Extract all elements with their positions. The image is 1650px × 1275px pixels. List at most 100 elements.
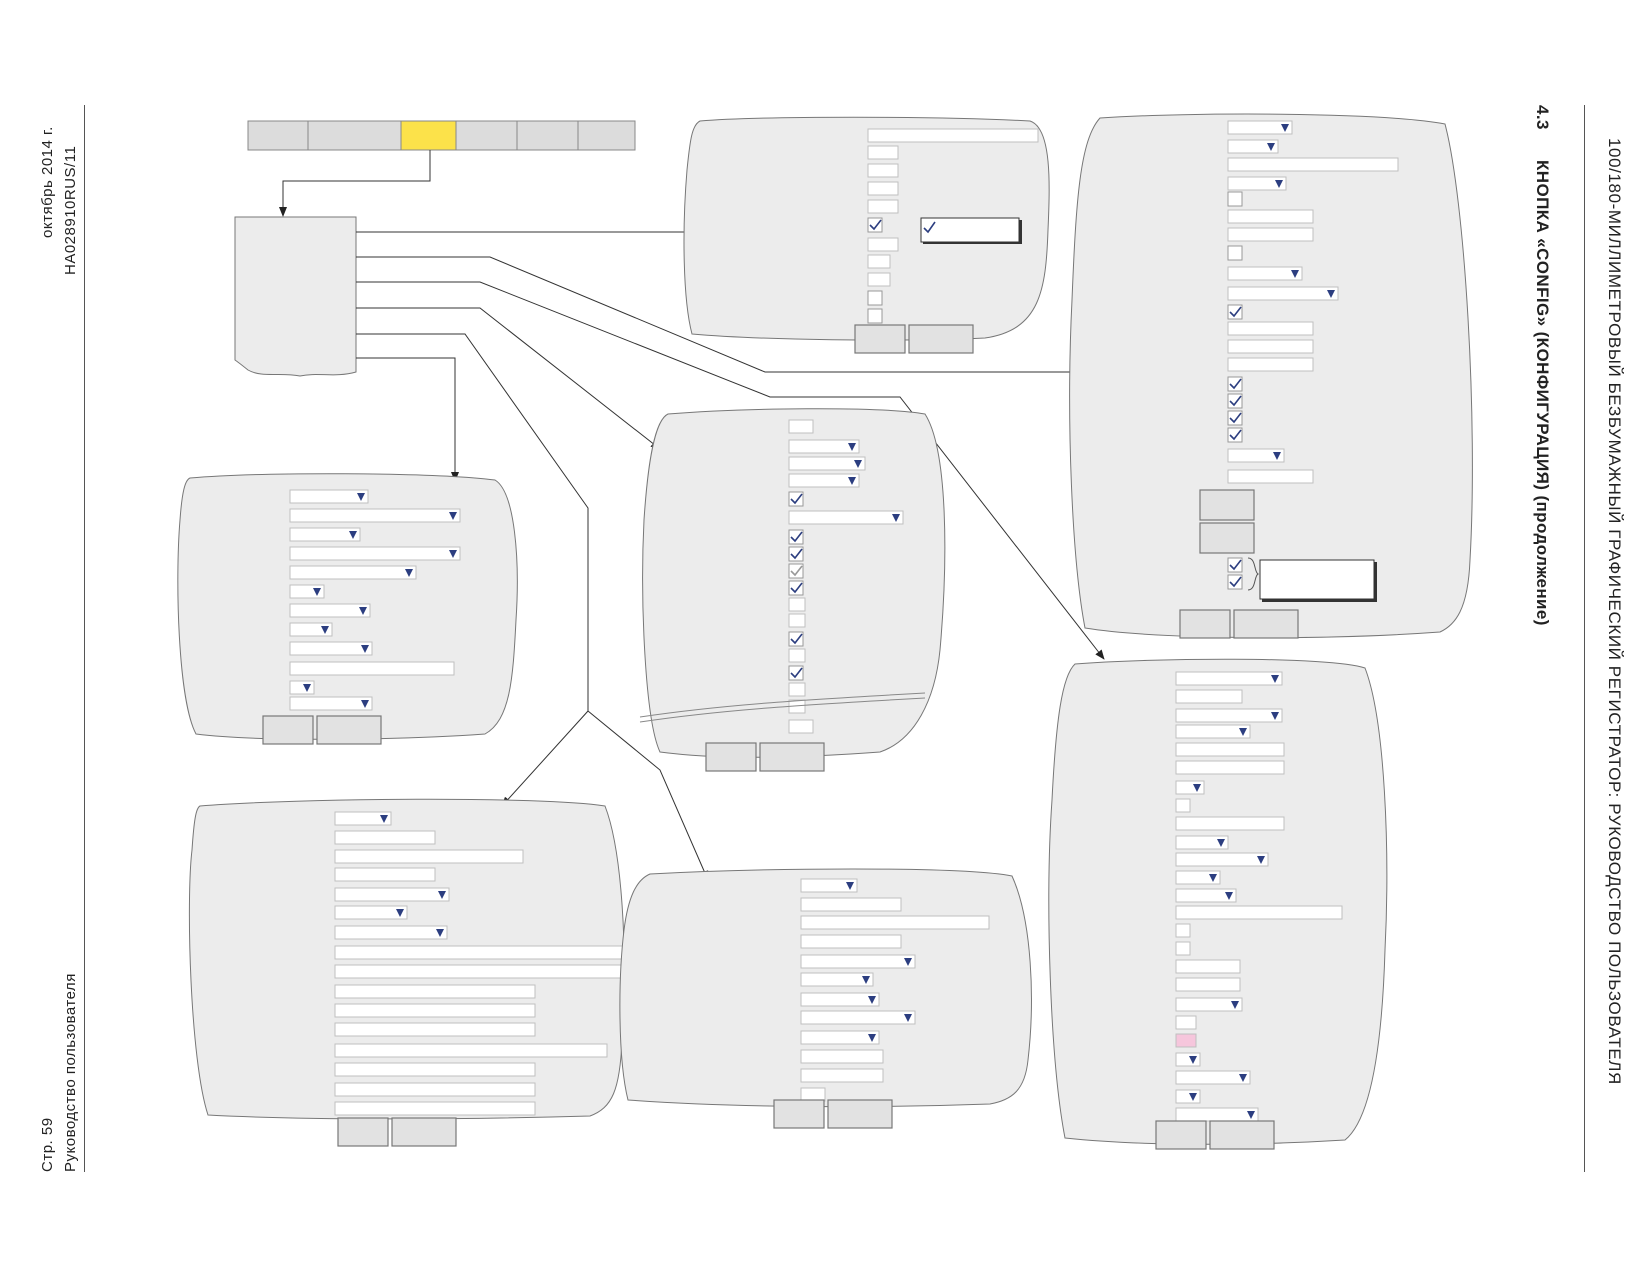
text-field[interactable] bbox=[1175, 959, 1241, 974]
tab-4[interactable] bbox=[455, 120, 518, 151]
dropdown-field[interactable] bbox=[289, 489, 369, 504]
dropdown-field[interactable] bbox=[1175, 1089, 1201, 1104]
text-field[interactable] bbox=[1175, 977, 1241, 992]
text-field[interactable] bbox=[788, 419, 814, 434]
text-field[interactable] bbox=[1175, 742, 1285, 757]
checkbox[interactable] bbox=[867, 290, 883, 306]
ok-button[interactable] bbox=[773, 1099, 825, 1129]
dropdown-field[interactable] bbox=[1175, 724, 1251, 739]
tab-1[interactable] bbox=[247, 120, 309, 151]
text-field[interactable] bbox=[334, 1082, 536, 1097]
dropdown-field[interactable] bbox=[1175, 708, 1283, 723]
checkbox[interactable] bbox=[1227, 410, 1243, 426]
dropdown-field[interactable] bbox=[289, 603, 371, 618]
text-field[interactable] bbox=[1175, 798, 1191, 813]
checkbox[interactable] bbox=[1227, 574, 1243, 590]
dropdown-field[interactable] bbox=[1175, 852, 1269, 867]
text-field[interactable] bbox=[1175, 923, 1191, 938]
text-field[interactable] bbox=[1175, 816, 1285, 831]
checkbox[interactable] bbox=[1227, 376, 1243, 392]
checkbox[interactable] bbox=[788, 563, 804, 579]
text-field[interactable] bbox=[289, 661, 455, 676]
dropdown-field[interactable] bbox=[289, 546, 461, 561]
dropdown-field[interactable] bbox=[788, 439, 860, 454]
checkbox[interactable] bbox=[1227, 304, 1243, 320]
dropdown-field[interactable] bbox=[800, 992, 880, 1007]
text-field[interactable] bbox=[800, 897, 902, 912]
dropdown-field[interactable] bbox=[788, 456, 866, 471]
text-field[interactable] bbox=[334, 945, 626, 960]
checkbox[interactable] bbox=[1227, 191, 1243, 207]
ok-button[interactable] bbox=[262, 715, 314, 745]
ok-button[interactable] bbox=[705, 742, 757, 772]
dropdown-field[interactable] bbox=[1175, 1107, 1259, 1122]
dropdown-field[interactable] bbox=[289, 565, 417, 580]
cancel-button[interactable] bbox=[759, 742, 825, 772]
text-field[interactable] bbox=[334, 1003, 536, 1018]
dropdown-field[interactable] bbox=[1175, 870, 1221, 885]
text-field[interactable] bbox=[867, 128, 1039, 143]
text-field[interactable] bbox=[788, 682, 806, 697]
dropdown-field[interactable] bbox=[800, 954, 916, 969]
text-field[interactable] bbox=[800, 934, 902, 949]
text-field[interactable] bbox=[800, 1087, 826, 1102]
text-field[interactable] bbox=[788, 719, 814, 734]
text-field[interactable] bbox=[867, 272, 891, 287]
dropdown-field[interactable] bbox=[1175, 1052, 1201, 1067]
dropdown-field[interactable] bbox=[334, 925, 448, 940]
dropdown-field[interactable] bbox=[289, 696, 373, 711]
text-field[interactable] bbox=[334, 1062, 536, 1077]
cancel-button[interactable] bbox=[1233, 609, 1299, 639]
dropdown-field[interactable] bbox=[1175, 1070, 1251, 1085]
dropdown-field[interactable] bbox=[289, 508, 461, 523]
text-field[interactable] bbox=[1227, 339, 1314, 354]
checkbox[interactable] bbox=[788, 631, 804, 647]
text-field[interactable] bbox=[1227, 321, 1314, 336]
dropdown-field[interactable] bbox=[1227, 286, 1339, 301]
dropdown-field[interactable] bbox=[1227, 266, 1303, 281]
dropdown-field[interactable] bbox=[800, 1030, 880, 1045]
text-field[interactable] bbox=[867, 145, 899, 160]
dropdown-field[interactable] bbox=[1175, 888, 1237, 903]
dropdown-field[interactable] bbox=[1227, 176, 1287, 191]
checkbox[interactable] bbox=[1227, 245, 1243, 261]
dropdown-field[interactable] bbox=[334, 811, 392, 826]
dropdown-field[interactable] bbox=[1175, 780, 1205, 795]
text-field[interactable] bbox=[788, 648, 806, 663]
cancel-button[interactable] bbox=[1209, 1120, 1275, 1150]
checkbox[interactable] bbox=[788, 529, 804, 545]
dropdown-field[interactable] bbox=[1175, 997, 1243, 1012]
dropdown-field[interactable] bbox=[289, 641, 373, 656]
dropdown-field[interactable] bbox=[1227, 448, 1285, 463]
text-field[interactable] bbox=[1227, 227, 1314, 242]
checkbox[interactable] bbox=[1227, 557, 1243, 573]
checkbox[interactable] bbox=[788, 546, 804, 562]
text-field[interactable] bbox=[867, 163, 899, 178]
checkbox[interactable] bbox=[788, 491, 804, 507]
text-field[interactable] bbox=[334, 1022, 536, 1037]
ok-button[interactable] bbox=[854, 324, 906, 354]
text-field[interactable] bbox=[867, 237, 899, 252]
checkbox[interactable] bbox=[1227, 427, 1243, 443]
dropdown-field[interactable] bbox=[1175, 835, 1229, 850]
dropdown-field[interactable] bbox=[1227, 139, 1279, 154]
text-field[interactable] bbox=[1175, 760, 1285, 775]
side-button[interactable] bbox=[1199, 522, 1255, 554]
dropdown-field[interactable] bbox=[289, 527, 361, 542]
dropdown-field[interactable] bbox=[1227, 120, 1293, 135]
cancel-button[interactable] bbox=[316, 715, 382, 745]
text-field[interactable] bbox=[1175, 1033, 1197, 1048]
dropdown-field[interactable] bbox=[788, 473, 860, 488]
text-field[interactable] bbox=[334, 984, 536, 999]
dropdown-field[interactable] bbox=[800, 878, 858, 893]
ok-button[interactable] bbox=[1155, 1120, 1207, 1150]
config-menu-box[interactable] bbox=[234, 216, 357, 377]
cancel-button[interactable] bbox=[827, 1099, 893, 1129]
text-field[interactable] bbox=[867, 254, 891, 269]
checkbox[interactable] bbox=[788, 580, 804, 596]
cancel-button[interactable] bbox=[391, 1117, 457, 1147]
text-field[interactable] bbox=[334, 964, 626, 979]
text-field[interactable] bbox=[1227, 157, 1399, 172]
dropdown-field[interactable] bbox=[289, 680, 315, 695]
option-popup[interactable] bbox=[920, 217, 1020, 243]
